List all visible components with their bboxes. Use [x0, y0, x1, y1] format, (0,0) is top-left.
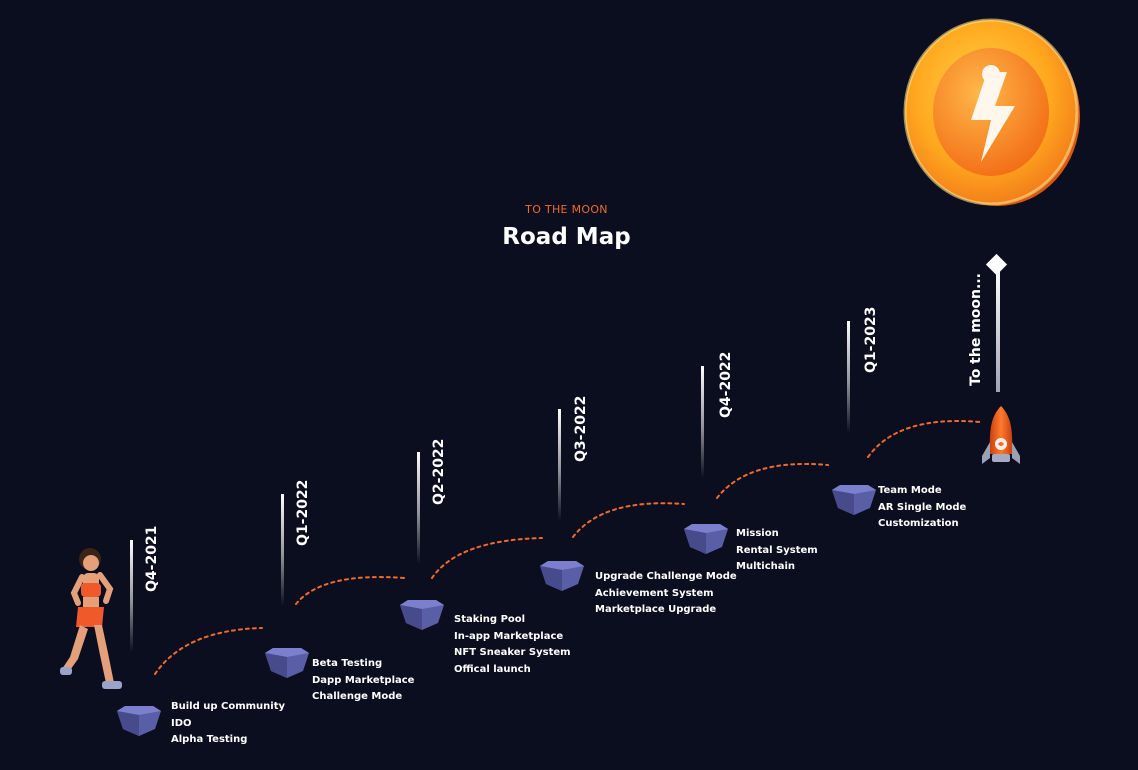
gem-platform-icon [400, 600, 444, 630]
finale-label: To the moon... [968, 273, 984, 386]
milestone-item: Offical launch [454, 663, 531, 675]
quarter-label: Q3-2022 [573, 395, 589, 462]
milestone-item: Customization [878, 518, 959, 530]
timeline-bar [701, 366, 704, 478]
milestone-items: Mission Rental System Multichain [736, 526, 818, 576]
timeline-bar [417, 452, 420, 564]
milestone-item: IDO [171, 717, 192, 729]
quarter-label: Q2-2022 [431, 438, 447, 505]
quarter-label: Q1-2023 [863, 306, 879, 373]
gem-platform-icon [684, 524, 728, 554]
timeline-bar [130, 540, 133, 652]
milestone-item: Build up Community [171, 701, 286, 712]
timeline-bar [558, 409, 561, 521]
milestone-item: Staking Pool [454, 614, 526, 625]
milestone-item: NFT Sneaker System [454, 647, 571, 659]
timeline-bar [847, 321, 850, 433]
gem-platform-icon [265, 648, 309, 678]
milestone-item: Beta Testing [312, 658, 383, 669]
quarter-label: Q4-2022 [718, 351, 734, 418]
milestone-item: In-app Marketplace [454, 630, 564, 642]
gem-platform-icon [832, 485, 876, 515]
roadmap-eyebrow: TO THE MOON [525, 203, 608, 216]
runner-illustration [60, 548, 122, 689]
milestone-items: Team Mode AR Single Mode Customization [878, 483, 966, 533]
milestone-item: Upgrade Challenge Mode [595, 571, 737, 582]
lightning-coin-icon [903, 18, 1080, 206]
rocket-icon [982, 406, 1020, 464]
milestone-item: Challenge Mode [312, 691, 403, 703]
milestone-items: Staking Pool In-app Marketplace NFT Snea… [454, 612, 571, 678]
milestone-item: AR Single Mode [878, 501, 967, 513]
quarter-label: Q1-2022 [295, 479, 311, 546]
timeline-bar [996, 270, 1000, 392]
milestone-item: Mission [736, 528, 779, 539]
quarter-label: Q4-2021 [144, 525, 160, 592]
milestone-item: Team Mode [878, 485, 942, 496]
milestone-item: Marketplace Upgrade [595, 604, 717, 616]
milestone-item: Dapp Marketplace [312, 674, 415, 686]
milestone-items: Upgrade Challenge Mode Achievement Syste… [595, 569, 737, 619]
milestone-item: Alpha Testing [171, 734, 248, 746]
milestone-item: Multichain [736, 561, 796, 573]
page-title: Road Map [502, 224, 631, 250]
milestone-items: Build up Community IDO Alpha Testing [171, 699, 285, 749]
milestone-item: Rental System [736, 544, 818, 556]
milestone-item: Achievement System [595, 587, 714, 599]
gem-platform-icon [540, 561, 584, 591]
milestone-items: Beta Testing Dapp Marketplace Challenge … [312, 656, 414, 706]
gem-platform-icon [117, 706, 161, 736]
timeline-bar [281, 494, 284, 606]
